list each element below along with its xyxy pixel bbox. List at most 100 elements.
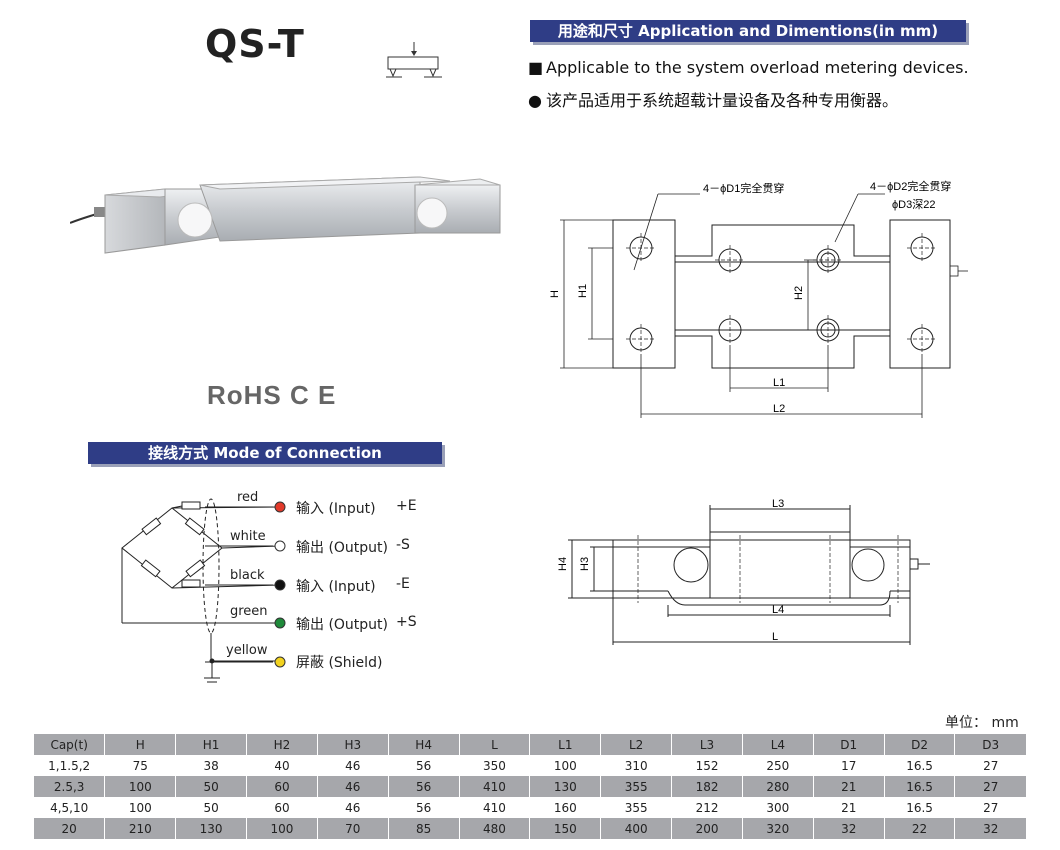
table-cell: 75: [104, 755, 177, 776]
d1-label: 4－ϕD1完全贯穿: [703, 181, 784, 195]
sign-plus-e: +E: [396, 498, 417, 514]
table-cell: 50: [175, 776, 248, 797]
unit-label: 单位： mm: [945, 715, 1019, 731]
table-cell: 4,5,10: [34, 797, 106, 818]
table-cell: 32: [954, 818, 1026, 839]
wiring-diagram: [121, 498, 281, 683]
col-l1: L1: [529, 734, 602, 755]
table-cell: 100: [529, 755, 602, 776]
table-cell: 16.5: [884, 797, 956, 818]
table-cell: 100: [104, 776, 177, 797]
h3-label: H3: [579, 557, 591, 571]
table-cell: 50: [175, 797, 248, 818]
wire-leads: [205, 506, 273, 663]
h2-label: H2: [793, 286, 805, 300]
table-cell: 32: [813, 818, 885, 839]
table-cell: 212: [671, 797, 743, 818]
table-cell: 160: [529, 797, 602, 818]
table-cell: 300: [742, 797, 814, 818]
table-cell: 210: [104, 818, 177, 839]
top-view-drawing: 4－ϕD1完全贯穿 4－ϕD2完全贯穿 ϕD3深22 H H1 H2 L1 L2: [549, 179, 968, 418]
l3-label: L3: [772, 498, 784, 510]
table-cell: 16.5: [884, 755, 956, 776]
table-cell: 20: [34, 818, 106, 839]
table-cell: 40: [246, 755, 318, 776]
connection-header: 接线方式 Mode of Connection: [88, 442, 442, 464]
wire-color-white: white: [230, 529, 266, 544]
table-cell: 70: [317, 818, 389, 839]
col-h2: H2: [246, 734, 318, 755]
application-line-cn: ●该产品适用于系统超载计量设备及各种专用衡器。: [528, 91, 899, 110]
table-cell: 200: [671, 818, 743, 839]
col-l3: L3: [671, 734, 743, 755]
table-cell: 355: [600, 776, 673, 797]
terminal-black-label: 输入 (Input): [296, 579, 376, 595]
table-cell: 27: [983, 800, 999, 815]
table-cell: 60: [246, 797, 318, 818]
table-cell: 16.5: [884, 776, 956, 797]
application-header: 用途和尺寸 Application and Dimentions(in mm): [530, 20, 966, 42]
table-cell: 100: [104, 797, 177, 818]
side-view-drawing: L3 L4 L H4 H3: [557, 498, 930, 645]
table-cell: 400: [600, 818, 673, 839]
load-cell-photo: [70, 176, 501, 254]
col-d1: D1: [813, 734, 885, 755]
table-cell: 130: [529, 776, 602, 797]
table-cell: 21: [813, 776, 885, 797]
table-cell: 56: [388, 797, 460, 818]
d2-label: 4－ϕD2完全贯穿: [870, 179, 951, 193]
load-direction-icon: [386, 42, 442, 78]
table-cell: 320: [742, 818, 814, 839]
wire-color-red: red: [237, 490, 259, 505]
wire-color-black: black: [230, 568, 265, 583]
table-cell: 56: [388, 755, 460, 776]
terminal-dots: [274, 501, 286, 668]
table-cell: 2.5,3: [34, 776, 106, 797]
l-label: L: [772, 631, 778, 643]
col-h1: H1: [175, 734, 248, 755]
col-cap: Cap(t): [34, 734, 106, 755]
l4-label: L4: [772, 604, 784, 616]
certification-marks: RoHS C E: [207, 380, 337, 410]
application-line-en: ■Applicable to the system overload meter…: [528, 58, 969, 77]
wire-color-yellow: yellow: [226, 643, 268, 658]
l1-label: L1: [773, 377, 785, 389]
col-d3: D3: [954, 734, 1026, 755]
terminal-green-label: 输出 (Output): [296, 617, 389, 633]
col-h3: H3: [317, 734, 389, 755]
table-cell: 130: [175, 818, 248, 839]
d3-label: ϕD3深22: [892, 198, 935, 211]
table-cell: 17: [813, 755, 885, 776]
table-cell: 60: [246, 776, 318, 797]
spec-table: Cap(t) H H1 H2 H3 H4 L L1 L2 L3 L4 D1 D2…: [34, 734, 1026, 839]
terminal-yellow-label: 屏蔽 (Shield): [296, 655, 383, 671]
table-cell: 46: [317, 797, 389, 818]
table-cell: 152: [671, 755, 743, 776]
sign-plus-s: +S: [396, 614, 417, 630]
wire-color-green: green: [230, 604, 268, 619]
table-cell: 56: [388, 776, 460, 797]
table-cell: 1,1.5,2: [34, 755, 106, 776]
table-cell: 310: [600, 755, 673, 776]
table-cell: 100: [246, 818, 318, 839]
col-h: H: [104, 734, 177, 755]
table-cell: 27: [983, 758, 999, 773]
table-cell: 280: [742, 776, 814, 797]
col-l4: L4: [742, 734, 814, 755]
product-title: QS-T: [205, 22, 305, 66]
table-cell: 350: [459, 755, 531, 776]
table-cell: 410: [459, 776, 531, 797]
table-cell: 27: [954, 776, 1026, 797]
table-cell: 46: [317, 776, 389, 797]
table-cell: 150: [529, 818, 602, 839]
col-l: L: [459, 734, 531, 755]
table-cell: 410: [459, 797, 531, 818]
table-cell: 182: [671, 776, 743, 797]
terminal-red-label: 输入 (Input): [296, 501, 376, 517]
table-cell: 85: [388, 818, 460, 839]
h-label: H: [549, 290, 561, 298]
